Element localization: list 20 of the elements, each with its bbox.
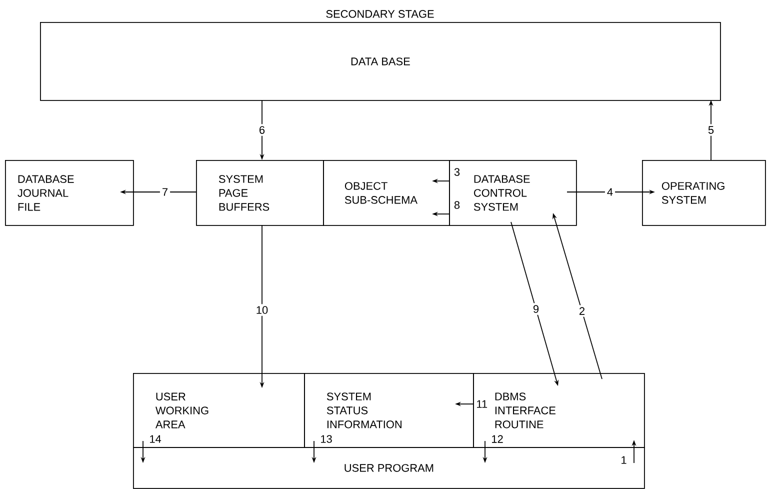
edge-label: 9 — [530, 303, 542, 315]
process-box: DATABASE JOURNAL FILE — [5, 160, 134, 226]
process-box: DATA BASE — [40, 22, 721, 101]
edge-label: 5 — [706, 124, 716, 136]
edge-label: 10 — [254, 304, 270, 316]
edge-label: 2 — [576, 305, 588, 317]
edge-label: 1 — [622, 456, 626, 464]
edge-label: 14 — [150, 435, 162, 443]
edge-label: 6 — [256, 124, 268, 136]
edge-label: 11 — [477, 400, 488, 408]
edge-label: 13 — [321, 435, 332, 443]
edge-label: 7 — [160, 186, 170, 198]
process-box: OBJECT SUB-SCHEMA — [323, 160, 450, 226]
stage-heading: SECONDARY STAGE — [326, 10, 434, 18]
edge-label: 3 — [454, 168, 460, 176]
edge-label: 12 — [492, 435, 503, 443]
process-box: SYSTEM PAGE BUFFERS — [196, 160, 324, 226]
edge-label: 4 — [604, 186, 616, 198]
edge-label: 8 — [454, 201, 460, 209]
process-box: OPERATING SYSTEM — [642, 160, 766, 226]
